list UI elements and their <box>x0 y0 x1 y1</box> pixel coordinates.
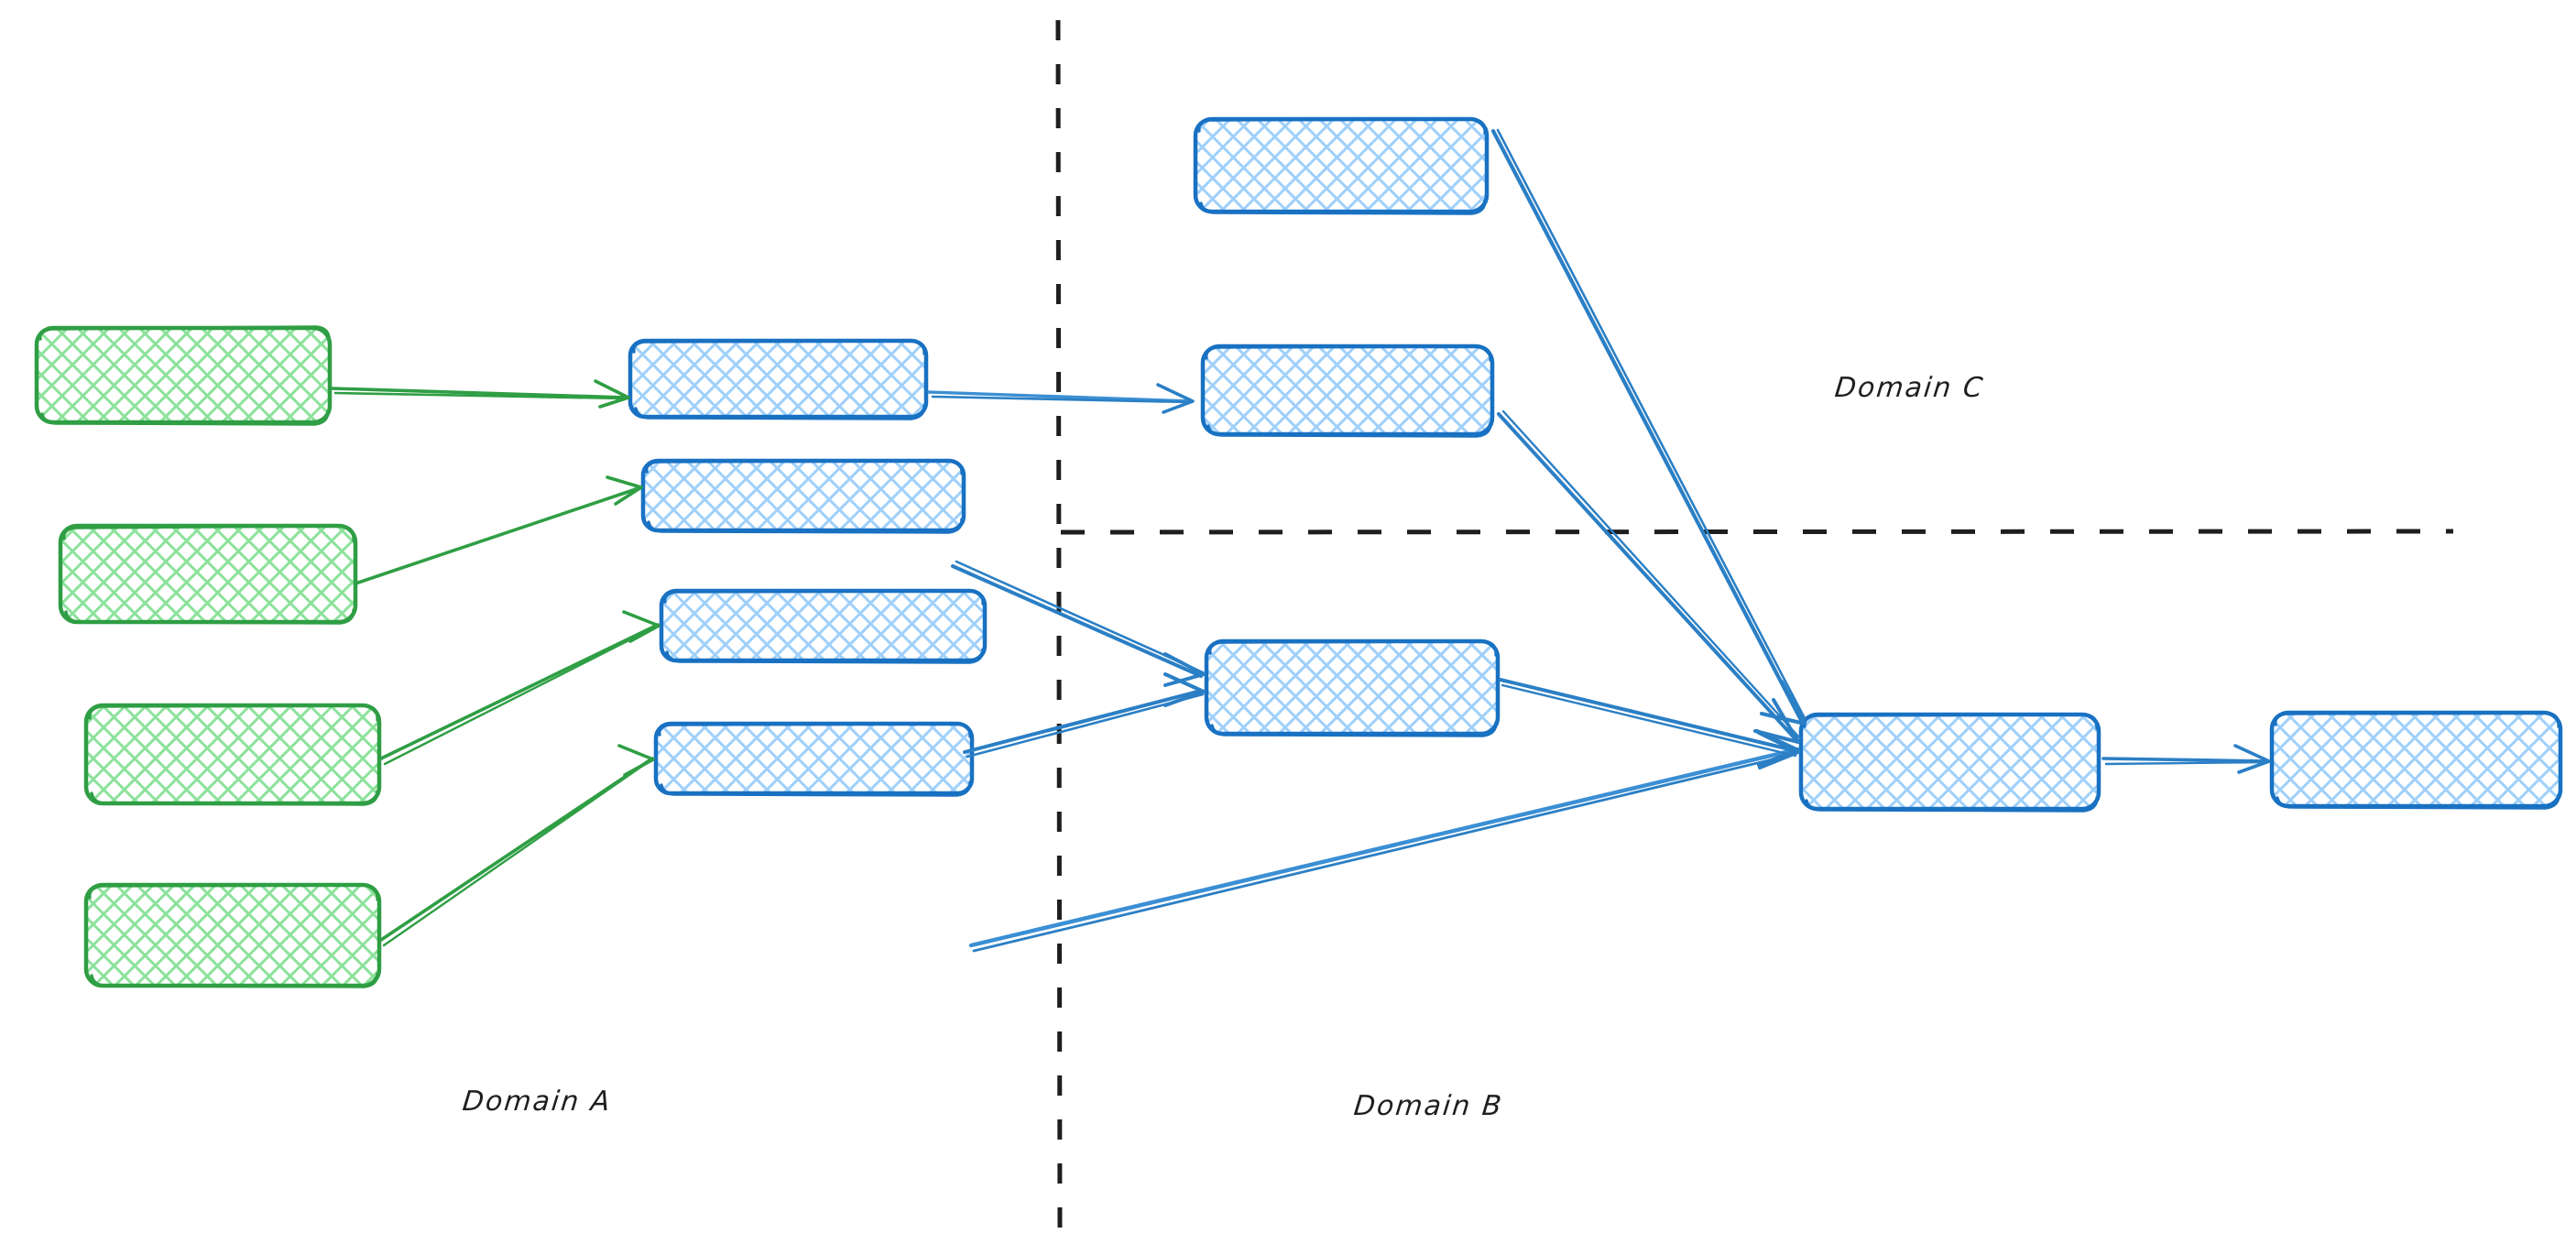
edge-b3-c3 <box>963 672 1206 758</box>
edge-c3-d1 <box>1499 678 1800 769</box>
node-b3[interactable] <box>659 588 988 664</box>
edge-b1-c2 <box>927 383 1195 414</box>
node-a4[interactable] <box>83 882 382 988</box>
node-a1[interactable] <box>34 325 333 426</box>
node-c2[interactable] <box>1200 344 1495 438</box>
edge-d1-d2 <box>2101 744 2271 774</box>
node-a2[interactable] <box>58 523 358 625</box>
edge-a1-b1 <box>330 379 630 409</box>
node-c3[interactable] <box>1204 638 1501 737</box>
edge-c1-d1 <box>1490 128 1807 726</box>
edge-a3-b3 <box>379 610 660 766</box>
horizontal-divider <box>1060 529 2454 535</box>
node-d1[interactable] <box>1798 712 2101 813</box>
dividers-group <box>1055 19 2454 1236</box>
node-b1[interactable] <box>628 338 929 420</box>
vertical-divider <box>1055 19 1063 1236</box>
node-c1[interactable] <box>1193 116 1490 215</box>
node-a3[interactable] <box>83 703 382 806</box>
edge-a2-b2 <box>354 475 643 585</box>
edge-a4-b4 <box>379 744 655 947</box>
domain-a-label: Domain A <box>461 1086 614 1118</box>
edge-b4-d1 <box>968 728 1801 953</box>
domain-b-label: Domain B <box>1352 1090 1505 1122</box>
node-b2[interactable] <box>640 458 966 534</box>
node-d2[interactable] <box>2269 710 2563 810</box>
domain-c-label: Domain C <box>1833 372 1986 404</box>
edge-b2-c3 <box>951 560 1206 687</box>
node-b4[interactable] <box>653 721 975 797</box>
edge-c2-d1 <box>1497 409 1802 744</box>
